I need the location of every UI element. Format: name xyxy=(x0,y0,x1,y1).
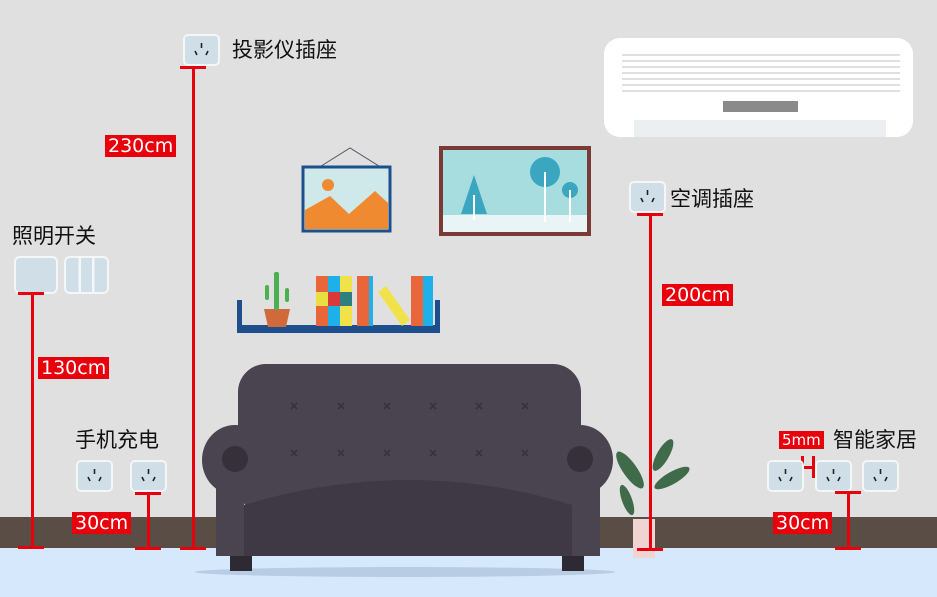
projector-measure-line xyxy=(192,66,195,550)
ac-socket-label: 空调插座 xyxy=(670,187,754,211)
smart-home-label: 智能家居 xyxy=(833,428,917,452)
switch-measure-line xyxy=(31,292,34,549)
switch-icon xyxy=(14,256,58,294)
phone-measure-line xyxy=(147,492,150,549)
gap-marker xyxy=(801,466,815,469)
phone-charging-height: 30cm xyxy=(72,512,132,534)
measure-cap xyxy=(835,547,861,550)
sofa xyxy=(202,364,613,571)
socket-icon xyxy=(130,460,167,492)
measure-cap xyxy=(637,548,663,551)
ac-socket-height: 200cm xyxy=(662,284,734,306)
switch-icon xyxy=(64,256,109,294)
socket-icon xyxy=(815,460,852,492)
lighting-switch-label: 照明开关 xyxy=(12,224,96,248)
socket-icon xyxy=(76,460,113,492)
projector-height: 230cm xyxy=(105,135,177,157)
ac-socket-icon xyxy=(629,181,666,213)
socket-icon xyxy=(767,460,804,492)
switch-height: 130cm xyxy=(38,357,110,379)
projector-socket-icon xyxy=(183,34,220,66)
smart-home-height: 30cm xyxy=(773,512,833,534)
bookshelf xyxy=(237,272,440,333)
measure-cap xyxy=(135,547,161,550)
measure-cap xyxy=(180,547,206,550)
smart-home-gap: 5mm xyxy=(779,431,824,449)
projector-label: 投影仪插座 xyxy=(232,38,337,62)
smart-home-measure-line xyxy=(847,491,850,549)
ac-measure-line xyxy=(649,213,652,550)
measure-cap xyxy=(18,546,44,549)
socket-icon xyxy=(862,460,899,492)
air-conditioner xyxy=(604,38,913,137)
picture-frame-small xyxy=(301,147,392,233)
phone-charging-label: 手机充电 xyxy=(75,428,159,452)
picture-frame-large xyxy=(439,146,591,236)
